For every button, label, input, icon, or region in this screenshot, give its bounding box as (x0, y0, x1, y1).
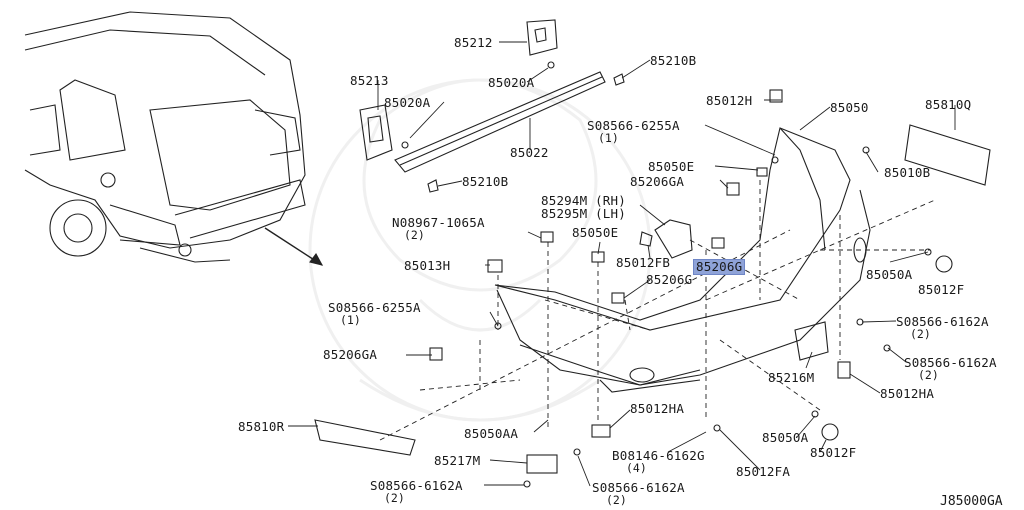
qty-s08566-6255a-top: (1) (598, 131, 619, 145)
diagram-code: J85000GA (940, 494, 1003, 509)
label-85212[interactable]: 85212 (454, 35, 493, 50)
label-85020a-top[interactable]: 85020A (488, 75, 535, 90)
qty-s08566-6162a-r1: (2) (910, 327, 931, 341)
label-85022[interactable]: 85022 (510, 145, 549, 160)
label-s08566-6255a-top[interactable]: S08566-6255A (587, 118, 680, 133)
reinforcement-beam (394, 71, 606, 173)
label-85294m[interactable]: 85294M (RH) (541, 193, 626, 208)
label-b08146-6162g[interactable]: B08146-6162G (612, 448, 705, 463)
reflector-85810r (314, 419, 416, 456)
label-85810q[interactable]: 85810Q (925, 97, 972, 112)
label-85217m[interactable]: 85217M (434, 453, 481, 468)
label-85206g-highlighted[interactable]: 85206G (692, 259, 746, 275)
label-s08566-6162a-bottom-left[interactable]: S08566-6162A (370, 478, 463, 493)
bumper-fascia (494, 127, 871, 393)
bracket-85213 (359, 104, 439, 193)
label-85216m[interactable]: 85216M (768, 370, 815, 385)
label-85050e-a[interactable]: 85050E (648, 159, 695, 174)
qty-s08566-6162a-r2: (2) (918, 368, 939, 382)
qty-b08146-6162g: (4) (626, 461, 647, 475)
label-85050[interactable]: 85050 (830, 100, 869, 115)
label-85210b-bottom[interactable]: 85210B (462, 174, 509, 189)
label-85012h[interactable]: 85012H (706, 93, 753, 108)
label-85020a-left[interactable]: 85020A (384, 95, 431, 110)
qty-s08566-6162a-bottom-center: (2) (606, 493, 627, 507)
label-85206ga-b[interactable]: 85206GA (323, 347, 378, 362)
leader-lines (288, 41, 956, 487)
label-85012ha-right[interactable]: 85012HA (880, 386, 935, 401)
qty-n08967-1065a: (2) (404, 228, 425, 242)
label-85810r[interactable]: 85810R (238, 419, 285, 434)
label-85012f-right[interactable]: 85012F (918, 282, 965, 297)
label-85050a-right[interactable]: 85050A (866, 267, 913, 282)
label-85012f-bottom[interactable]: 85012F (810, 445, 857, 460)
bracket-85212 (526, 19, 625, 86)
qty-s08566-6255a-left: (1) (340, 313, 361, 327)
label-s08566-6162a-r1[interactable]: S08566-6162A (896, 314, 989, 329)
label-85206ga-a[interactable]: 85206GA (630, 174, 685, 189)
label-85012ha-center[interactable]: 85012HA (630, 401, 685, 416)
label-85012fa[interactable]: 85012FA (736, 464, 791, 479)
label-s08566-6162a-r2[interactable]: S08566-6162A (904, 355, 997, 370)
label-85213[interactable]: 85213 (350, 73, 389, 88)
label-85050a-bottom[interactable]: 85050A (762, 430, 809, 445)
label-85050e-b[interactable]: 85050E (572, 225, 619, 240)
watermark-emblem (308, 78, 652, 422)
label-s08566-6255a-left[interactable]: S08566-6255A (328, 300, 421, 315)
reflector-85810q (904, 124, 991, 186)
label-85012fb[interactable]: 85012FB (616, 255, 671, 270)
label-n08967-1065a[interactable]: N08967-1065A (392, 215, 485, 230)
label-85206g[interactable]: 85206G (646, 272, 693, 287)
label-s08566-6162a-bottom-center[interactable]: S08566-6162A (592, 480, 685, 495)
vehicle-outline (24, 11, 306, 263)
label-85050aa[interactable]: 85050AA (464, 426, 519, 441)
label-85295m[interactable]: 85295M (LH) (541, 206, 626, 221)
label-85010b[interactable]: 85010B (884, 165, 931, 180)
label-85210b-top[interactable]: 85210B (650, 53, 697, 68)
qty-s08566-6162a-bottom-left: (2) (384, 491, 405, 505)
label-85013h[interactable]: 85013H (404, 258, 451, 273)
assembly-lines (379, 180, 936, 441)
